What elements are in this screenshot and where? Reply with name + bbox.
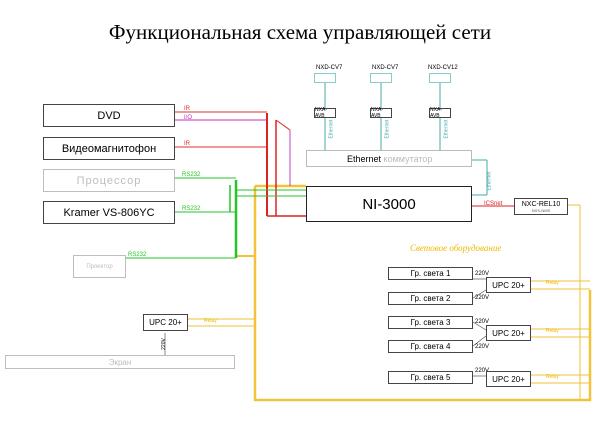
ethernet-link-2: Ethernet <box>384 119 391 139</box>
relay-label-3: Relay <box>546 374 559 380</box>
light-group-2: Гр. света 2 <box>388 292 473 305</box>
relay-label-2: Relay <box>546 328 559 334</box>
touch-panel-1 <box>314 73 336 83</box>
upc-light-1: UPC 20+ <box>486 277 531 293</box>
light-group-5: Гр. света 5 <box>388 371 473 384</box>
voltage-label-4: 220V <box>475 344 490 350</box>
touch-panel-2 <box>370 73 392 83</box>
voltage-label-screen: 220V <box>160 338 167 350</box>
rs-label-processor: RS232 <box>182 172 201 178</box>
voltage-label-2: 220V <box>475 295 490 301</box>
projector-device: Проектор <box>73 255 126 278</box>
light-group-4: Гр. света 4 <box>388 340 473 353</box>
ni3000-controller: NI-3000 <box>306 186 472 222</box>
relay-label-1: Relay <box>546 280 559 286</box>
adapter-3: NXA-AVB <box>429 107 451 119</box>
relay-label-screen: Relay <box>204 318 217 324</box>
voltage-label-3: 220V <box>475 319 490 325</box>
voltage-label-1: 220V <box>475 271 490 277</box>
upc-light-3: UPC 20+ <box>486 371 531 387</box>
ethernet-switch: Ethernet коммутатор <box>306 150 472 167</box>
touch-panel-2-label: NXD-CV7 <box>372 65 399 71</box>
ir-label-dvd: IR <box>184 106 190 112</box>
light-group-1: Гр. света 1 <box>388 267 473 280</box>
voltage-label-5: 220V <box>475 368 490 374</box>
ir-label-vcr: IR <box>184 141 190 147</box>
touch-panel-3-label: NXD-CV12 <box>428 65 458 71</box>
screen-device: Экран <box>5 355 235 369</box>
ethernet-link-1: Ethernet <box>328 119 335 139</box>
touch-panel-3 <box>429 73 451 83</box>
icsnet-label: ICSnet <box>484 201 503 207</box>
upc-screen: UPC 20+ <box>143 314 188 331</box>
processor-device: Процессор <box>43 169 175 192</box>
vcr-device: Видеомагнитофон <box>43 137 175 160</box>
adapter-2: NXA-AVB <box>370 107 392 119</box>
io-label-dvd: I/O <box>184 115 193 121</box>
dvd-device: DVD <box>43 104 175 127</box>
rs-label-kramer: RS232 <box>182 206 201 212</box>
touch-panel-1-label: NXD-CV7 <box>316 65 343 71</box>
ethernet-uplink-label: Ethernet <box>486 171 493 191</box>
rs-label-projector: RS232 <box>128 252 147 258</box>
adapter-1: NXA-AVB <box>314 107 336 119</box>
ethernet-link-3: Ethernet <box>443 119 450 139</box>
lighting-title: Световое оборудование <box>410 243 502 253</box>
kramer-switcher: Kramer VS-806YC <box>43 201 175 224</box>
light-group-3: Гр. света 3 <box>388 316 473 329</box>
diagram-title: Функциональная схема управляющей сети <box>108 20 492 44</box>
nxc-rel10-module: NXC-REL10 NXS-NMS <box>514 198 568 215</box>
upc-light-2: UPC 20+ <box>486 325 531 341</box>
